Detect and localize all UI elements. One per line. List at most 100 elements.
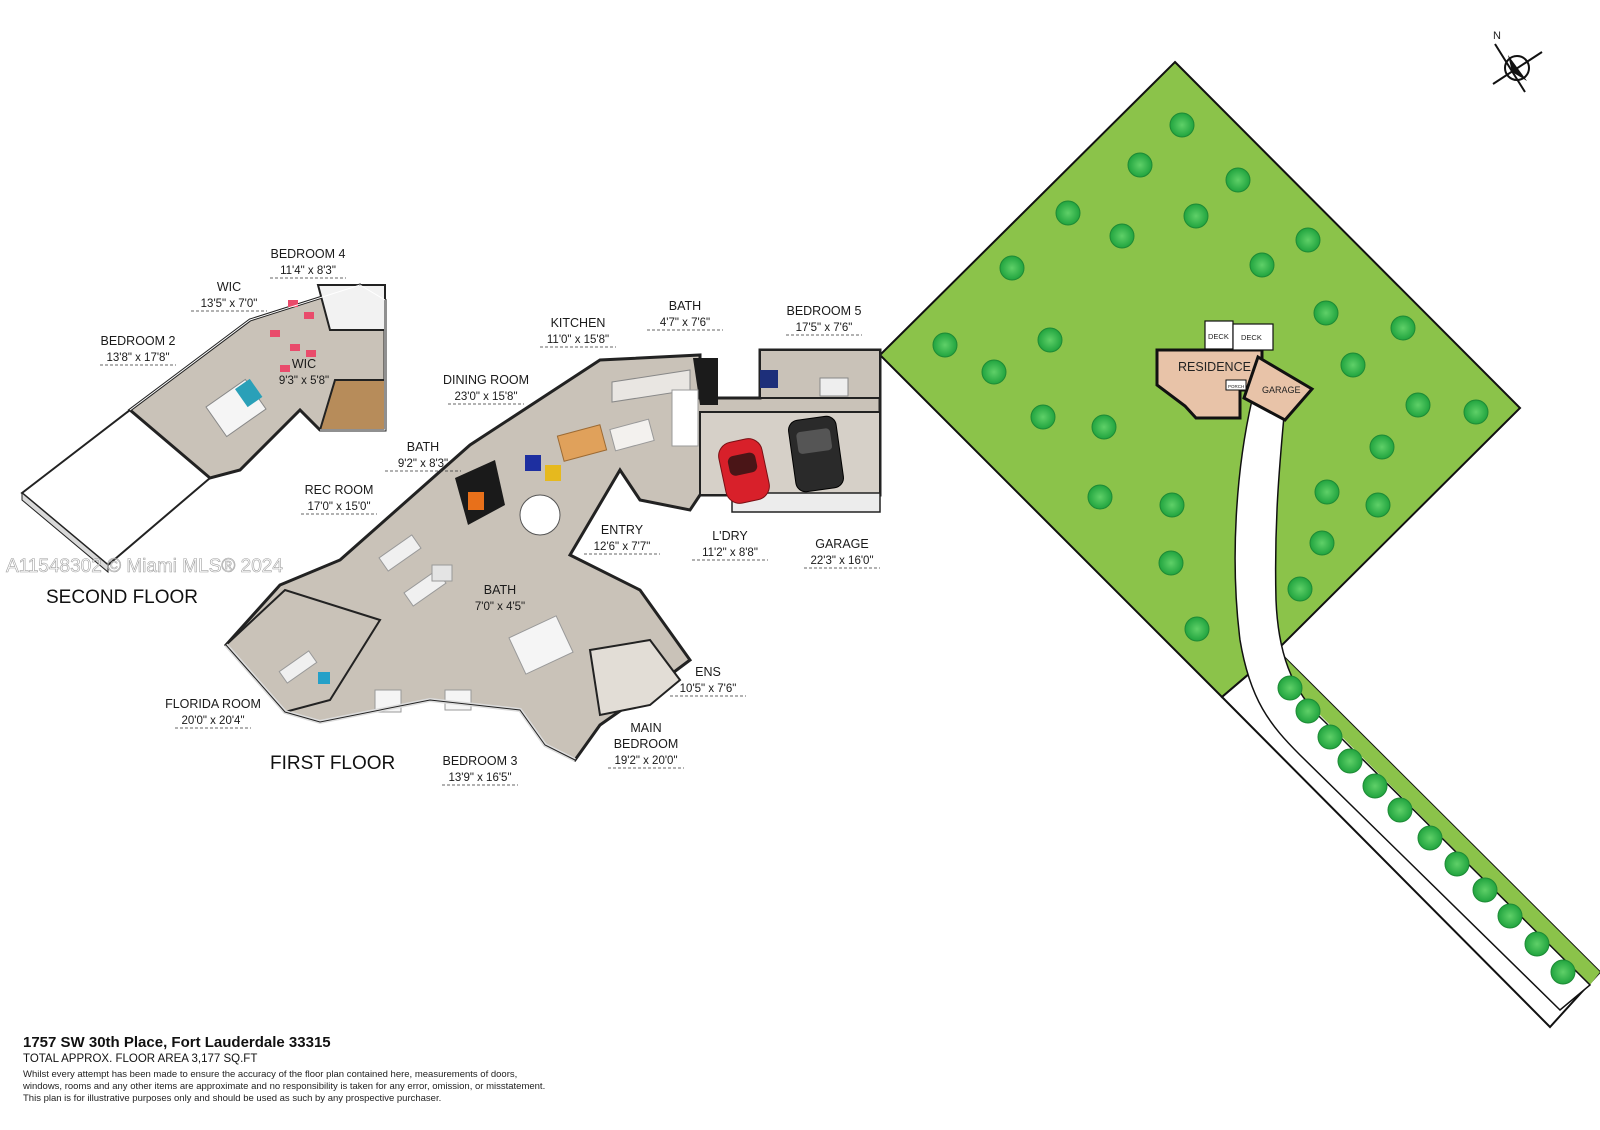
disclaimer-line: This plan is for illustrative purposes o… (23, 1093, 442, 1104)
tree-icon (1158, 550, 1184, 576)
mls-watermark: A11548302 © Miami MLS® 2024 (6, 556, 283, 577)
room-label-wic: WIC 13'5" x 7'0" (191, 280, 267, 312)
tree-icon (1183, 203, 1209, 229)
room-dimensions: 23'0" x 15'8" (454, 391, 517, 403)
site-deck-2-label: DECK (1241, 333, 1262, 342)
room-dimensions: 13'5" x 7'0" (201, 298, 258, 310)
tree-icon (1313, 300, 1339, 326)
room-dimensions: 19'2" x 20'0" (614, 755, 677, 767)
room-name: ENS (695, 665, 721, 679)
room-dimensions: 12'6" x 7'7" (594, 541, 651, 553)
total-floor-area: TOTAL APPROX. FLOOR AREA 3,177 SQ.FT (23, 1053, 258, 1065)
site-trees (932, 112, 1576, 985)
site-deck-1-label: DECK (1208, 332, 1229, 341)
room-name: BATH (407, 440, 439, 454)
room-name: KITCHEN (551, 316, 606, 330)
room-name: WIC (217, 280, 241, 294)
site-garage-label: GARAGE (1262, 385, 1301, 395)
disclaimer-line: Whilst every attempt has been made to en… (23, 1069, 518, 1080)
tree-icon (1030, 404, 1056, 430)
tree-icon (1362, 773, 1388, 799)
tree-icon (1109, 223, 1135, 249)
tree-icon (1550, 959, 1576, 985)
tree-icon (1127, 152, 1153, 178)
room-dimensions: 22'3" x 16'0" (810, 555, 873, 567)
room-label-bedroom3: BEDROOM 3 13'9" x 16'5" (442, 754, 518, 786)
site-porch (1225, 379, 1247, 391)
room-dimensions: 17'5" x 7'6" (796, 322, 853, 334)
room-dimensions: 13'9" x 16'5" (448, 772, 511, 784)
room-name: MAIN (630, 721, 661, 735)
second-floor-label: SECOND FLOOR (46, 587, 198, 608)
room-dimensions: 20'0" x 20'4" (181, 715, 244, 727)
tree-icon (1159, 492, 1185, 518)
room-label-entry: ENTRY 12'6" x 7'7" (584, 523, 660, 555)
room-name: BEDROOM 4 (270, 247, 345, 261)
room-label-dining: DINING ROOM 23'0" x 15'8" (443, 373, 529, 405)
tree-icon (1340, 352, 1366, 378)
tree-icon (1091, 414, 1117, 440)
room-label-ens: ENS 10'5" x 7'6" (670, 665, 746, 697)
room-labels: BEDROOM 4 11'4" x 8'3" WIC 13'5" x 7'0" WIC9… (100, 247, 880, 786)
room-dimensions: 7'0" x 4'5" (475, 601, 525, 613)
room-dimensions: 9'2" x 8'3" (398, 458, 448, 470)
first-floor-plan (223, 348, 882, 762)
room-name: ENTRY (601, 523, 644, 537)
tree-icon (1295, 698, 1321, 724)
tree-icon (1295, 227, 1321, 253)
room-dimensions: 17'0" x 15'0" (307, 501, 370, 513)
room-name: BEDROOM 5 (786, 304, 861, 318)
tree-icon (1444, 851, 1470, 877)
tree-icon (1225, 167, 1251, 193)
tree-icon (1390, 315, 1416, 341)
room-name: FLORIDA ROOM (165, 697, 261, 711)
room-label-bedroom2: BEDROOM 2 13'8" x 17'8" (100, 334, 176, 366)
tree-icon (1472, 877, 1498, 903)
tree-icon (1169, 112, 1195, 138)
room-name: BATH (669, 299, 701, 313)
room-dimensions: 11'0" x 15'8" (547, 334, 609, 346)
tree-icon (1317, 724, 1343, 750)
room-name: DINING ROOM (443, 373, 529, 387)
room-label-kitchen: KITCHEN 11'0" x 15'8" (540, 316, 616, 348)
site-garage (1242, 354, 1315, 422)
room-name: BATH (484, 583, 516, 597)
tree-icon (1369, 434, 1395, 460)
tree-icon (1497, 903, 1523, 929)
disclaimer-line: windows, rooms and any other items are a… (23, 1081, 546, 1092)
tree-icon (1365, 492, 1391, 518)
site-residence-label: RESIDENCE (1178, 360, 1251, 374)
site-access-lawn (1268, 650, 1600, 985)
tree-icon (1287, 576, 1313, 602)
tree-icon (932, 332, 958, 358)
site-plan: RESIDENCE GARAGE DECK DECK PORCH N (878, 30, 1600, 1029)
tree-icon (1387, 797, 1413, 823)
tree-icon (1314, 479, 1340, 505)
tree-icon (1087, 484, 1113, 510)
tree-icon (981, 359, 1007, 385)
room-label-ldry: L'DRY 11'2" x 8'8" (692, 529, 768, 561)
tree-icon (1184, 616, 1210, 642)
room-name: BEDROOM 3 (442, 754, 517, 768)
tree-icon (1524, 931, 1550, 957)
room-dimensions: 9'3" x 5'8" (279, 375, 329, 387)
room-dimensions: 11'2" x 8'8" (702, 547, 758, 559)
room-label-bedroom5: BEDROOM 5 17'5" x 7'6" (786, 304, 862, 336)
room-dimensions: 11'4" x 8'3" (280, 265, 336, 277)
room-name: L'DRY (712, 529, 748, 543)
room-label-bath2: BATH 9'2" x 8'3" (385, 440, 461, 472)
room-dimensions: 10'5" x 7'6" (680, 683, 737, 695)
tree-icon (1037, 327, 1063, 353)
room-name: BEDROOM 2 (100, 334, 175, 348)
room-label-garage: GARAGE 22'3" x 16'0" (804, 537, 880, 569)
room-dimensions: 13'8" x 17'8" (106, 352, 169, 364)
north-arrow-icon (1492, 43, 1543, 93)
room-name: GARAGE (815, 537, 869, 551)
footer: 1757 SW 30th Place, Fort Lauderdale 3331… (23, 1034, 703, 1105)
tree-icon (1463, 399, 1489, 425)
tree-icon (1417, 825, 1443, 851)
room-dimensions: 4'7" x 7'6" (660, 317, 710, 329)
tree-icon (1055, 200, 1081, 226)
